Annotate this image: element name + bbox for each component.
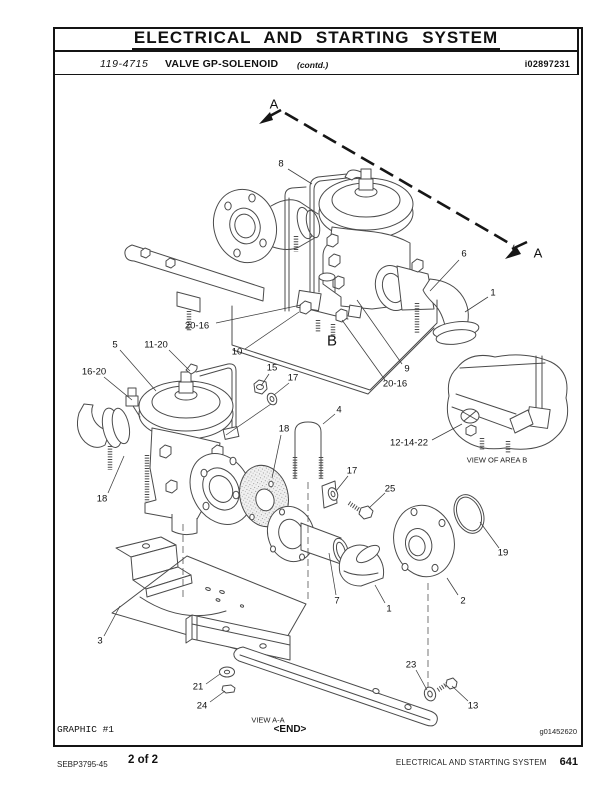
callout-7: 7 [334, 596, 339, 607]
callout-21: 21 [193, 682, 204, 693]
mounting-plate-and-brackets [111, 482, 458, 727]
section-line-a-a [259, 108, 528, 259]
callout-18: 18 [279, 424, 290, 435]
footer-section-title: ELECTRICAL AND STARTING SYSTEM [395, 758, 547, 767]
leader-line-7 [328, 552, 337, 596]
callout-11-20: 11-20 [144, 340, 168, 351]
callout-10: 10 [232, 347, 243, 358]
callout-1: 1 [490, 288, 495, 299]
leader-line-16-20 [103, 376, 133, 401]
leader-line-24 [209, 690, 226, 703]
system-title: ELECTRICAL AND STARTING SYSTEM [131, 29, 501, 50]
footer-page-number: 641 [559, 756, 578, 768]
leader-line-9 [356, 299, 403, 365]
leader-line-6 [429, 259, 460, 292]
callout-25: 25 [385, 484, 396, 495]
section-marker-a: A [270, 97, 279, 112]
view-label: VIEW OF AREA B [467, 456, 527, 465]
callout-19: 19 [498, 548, 509, 559]
pipe-spool-and-fittings [266, 480, 485, 587]
contd-note: (contd.) [297, 59, 329, 70]
leader-line-17 [273, 382, 290, 396]
callout-15: 15 [267, 363, 278, 374]
doc-id: i02897231 [524, 59, 570, 69]
callout-4: 4 [336, 405, 341, 416]
leader-line-10 [244, 311, 300, 350]
callout-17: 17 [288, 373, 299, 384]
callout-5: 5 [112, 340, 117, 351]
graphic-id: g01452620 [539, 727, 577, 736]
subtitle-band: 119-4715 VALVE GP-SOLENOID (contd.) i028… [53, 52, 579, 75]
callout-6: 6 [461, 249, 466, 260]
leader-line-25 [368, 492, 386, 509]
system-title-band: ELECTRICAL AND STARTING SYSTEM [53, 27, 579, 52]
leader-line-2 [446, 577, 459, 596]
leader-line-18 [107, 455, 125, 494]
callout-16-20: 16-20 [82, 367, 106, 378]
callout-17: 17 [347, 466, 358, 477]
leader-line-11-20 [168, 349, 191, 372]
callout-1: 1 [386, 604, 391, 615]
part-name: VALVE GP-SOLENOID [165, 58, 279, 70]
callout-20-16: 20-16 [185, 321, 209, 332]
callout-23: 23 [406, 660, 417, 671]
callout-3: 3 [97, 636, 102, 647]
view-label: VIEW A-A [251, 716, 284, 725]
area-b-detail-view [446, 354, 569, 453]
callout-9: 9 [404, 364, 409, 375]
leader-line-1 [464, 296, 489, 313]
callout-20-16: 20-16 [383, 379, 407, 390]
leader-line-19 [479, 521, 500, 549]
leader-line-15 [260, 373, 270, 387]
footer-right: ELECTRICAL AND STARTING SYSTEM 641 [300, 756, 578, 768]
part-number: 119-4715 [100, 58, 149, 70]
leader-line-4 [322, 413, 336, 425]
leader-line-21 [205, 673, 221, 685]
leader-line-12-14-22 [431, 423, 463, 441]
leader-line-3 [103, 605, 121, 637]
leader-line-1 [374, 584, 386, 604]
leader-line-17 [335, 475, 349, 492]
lower-valve-assembly [77, 363, 278, 536]
callout-8: 8 [278, 159, 283, 170]
graphic-label: GRAPHIC #1 [57, 724, 115, 735]
leader-line-5 [119, 349, 157, 392]
leader-line-20-16 [341, 319, 386, 381]
leader-line-8 [287, 168, 313, 185]
leader-line-20-16 [215, 304, 302, 324]
leader-line-18 [271, 434, 282, 479]
callout-18: 18 [97, 494, 108, 505]
section-marker-a: A [534, 246, 543, 261]
end-tag: <END> [273, 724, 307, 735]
callout-13: 13 [468, 701, 479, 712]
media-number: SEBP3795-45 [57, 760, 108, 769]
section-marker-b: B [327, 333, 337, 350]
upper-valve-assembly [124, 168, 480, 395]
page-indicator: 2 of 2 [128, 754, 159, 766]
leader-line-23 [415, 669, 428, 691]
callout-24: 24 [197, 701, 208, 712]
leader-line-13 [451, 685, 469, 702]
callout-12-14-22: 12-14-22 [390, 438, 428, 449]
callout-2: 2 [460, 596, 465, 607]
